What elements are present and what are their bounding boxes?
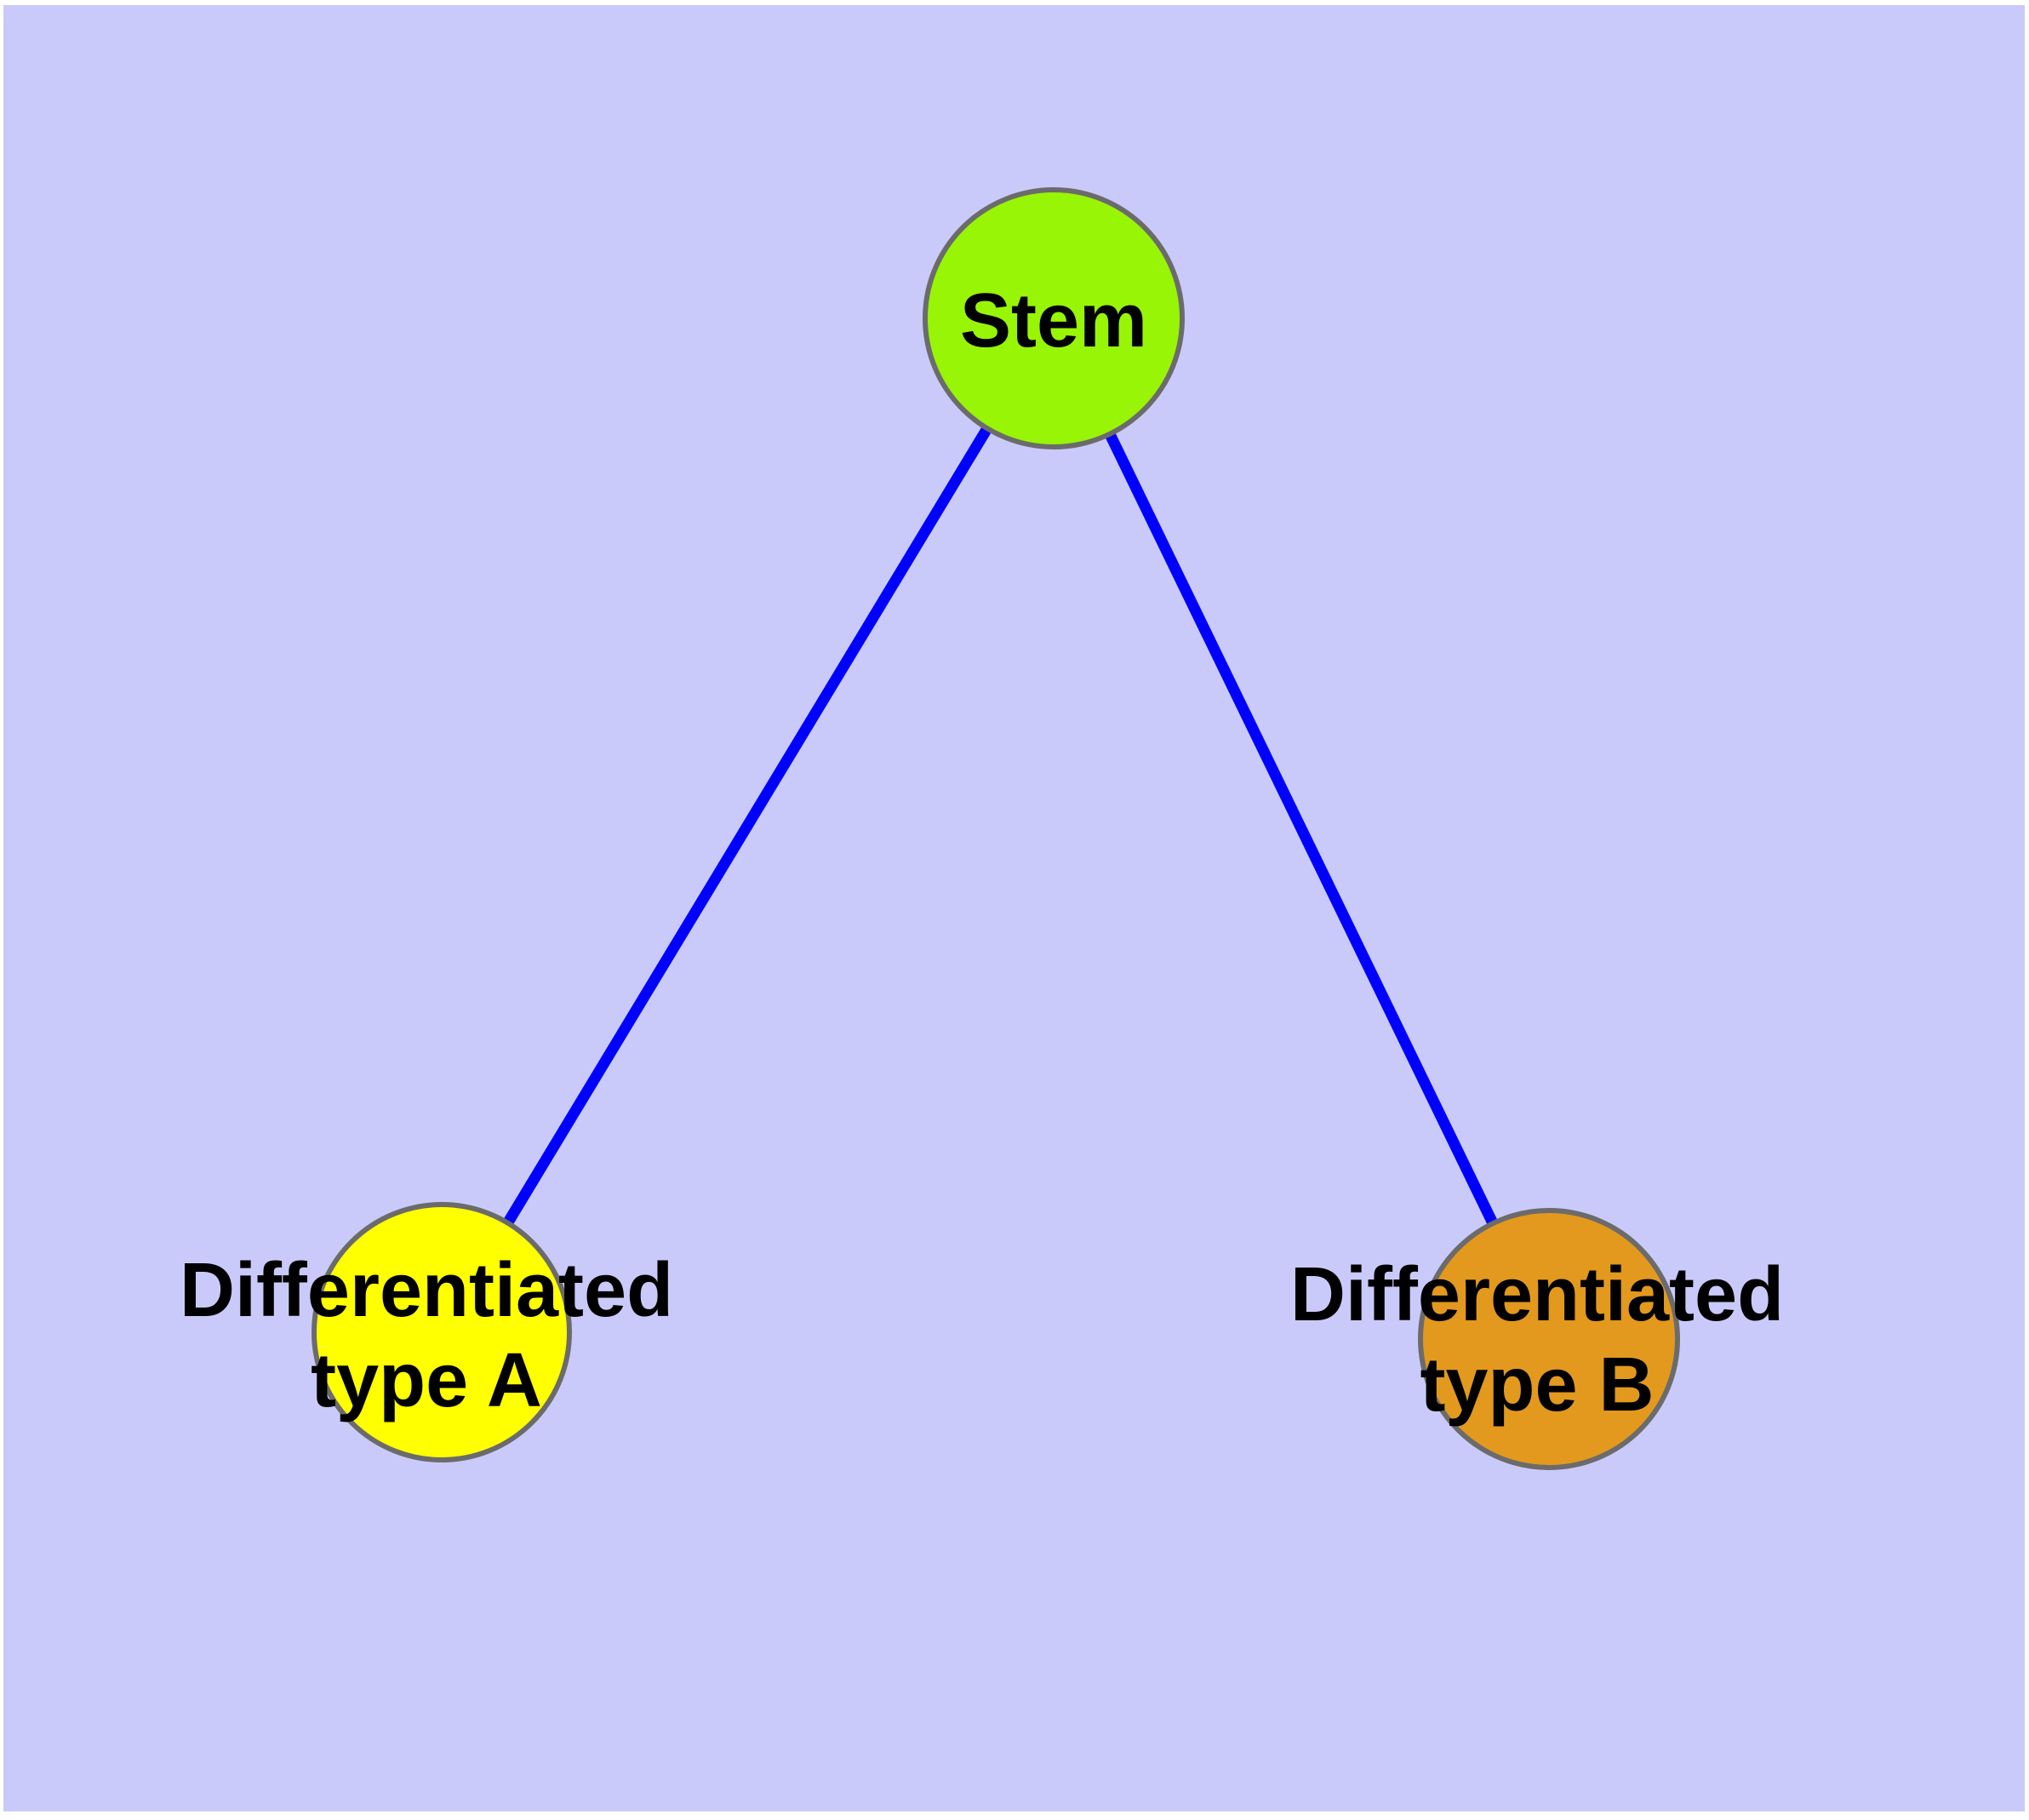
node-label-stem: Stem (960, 276, 1147, 366)
node-label-line: Differentiated (1289, 1252, 1785, 1337)
node-label-line: Stem (959, 278, 1148, 363)
edge-stem-to-differentiated-type-b (1049, 316, 1554, 1342)
node-differentiated-type-b (1418, 1208, 1680, 1470)
node-label-line: Differentiated (179, 1248, 674, 1333)
node-label-line: type A (311, 1338, 542, 1423)
edge-stem-to-differentiated-type-a (437, 315, 1059, 1336)
node-label-line: type B (1420, 1342, 1655, 1428)
node-stem (923, 187, 1185, 449)
node-differentiated-type-a (311, 1202, 572, 1462)
